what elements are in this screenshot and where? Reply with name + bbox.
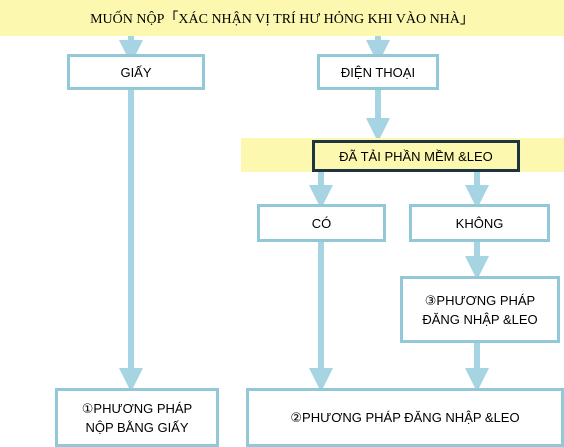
page-title: MUỐN NỘP「XÁC NHẬN VỊ TRÍ HƯ HỎNG KHI VÀO…	[90, 12, 474, 27]
node-app-installed: ĐÃ TẢI PHẦN MỀM &LEO	[312, 140, 520, 172]
node-paper: GIẤY	[67, 54, 205, 90]
node-no: KHÔNG	[409, 204, 550, 242]
node-method2: ②PHƯƠNG PHÁP ĐĂNG NHẬP &LEO	[246, 388, 564, 447]
node-method3: ③PHƯƠNG PHÁP ĐĂNG NHẬP &LEO	[400, 276, 560, 343]
header-band	[0, 0, 564, 36]
node-yes: CÓ	[257, 204, 386, 242]
node-method1: ①PHƯƠNG PHÁP NỘP BẰNG GIẤY	[55, 388, 219, 447]
node-phone: ĐIỆN THOẠI	[317, 54, 439, 90]
